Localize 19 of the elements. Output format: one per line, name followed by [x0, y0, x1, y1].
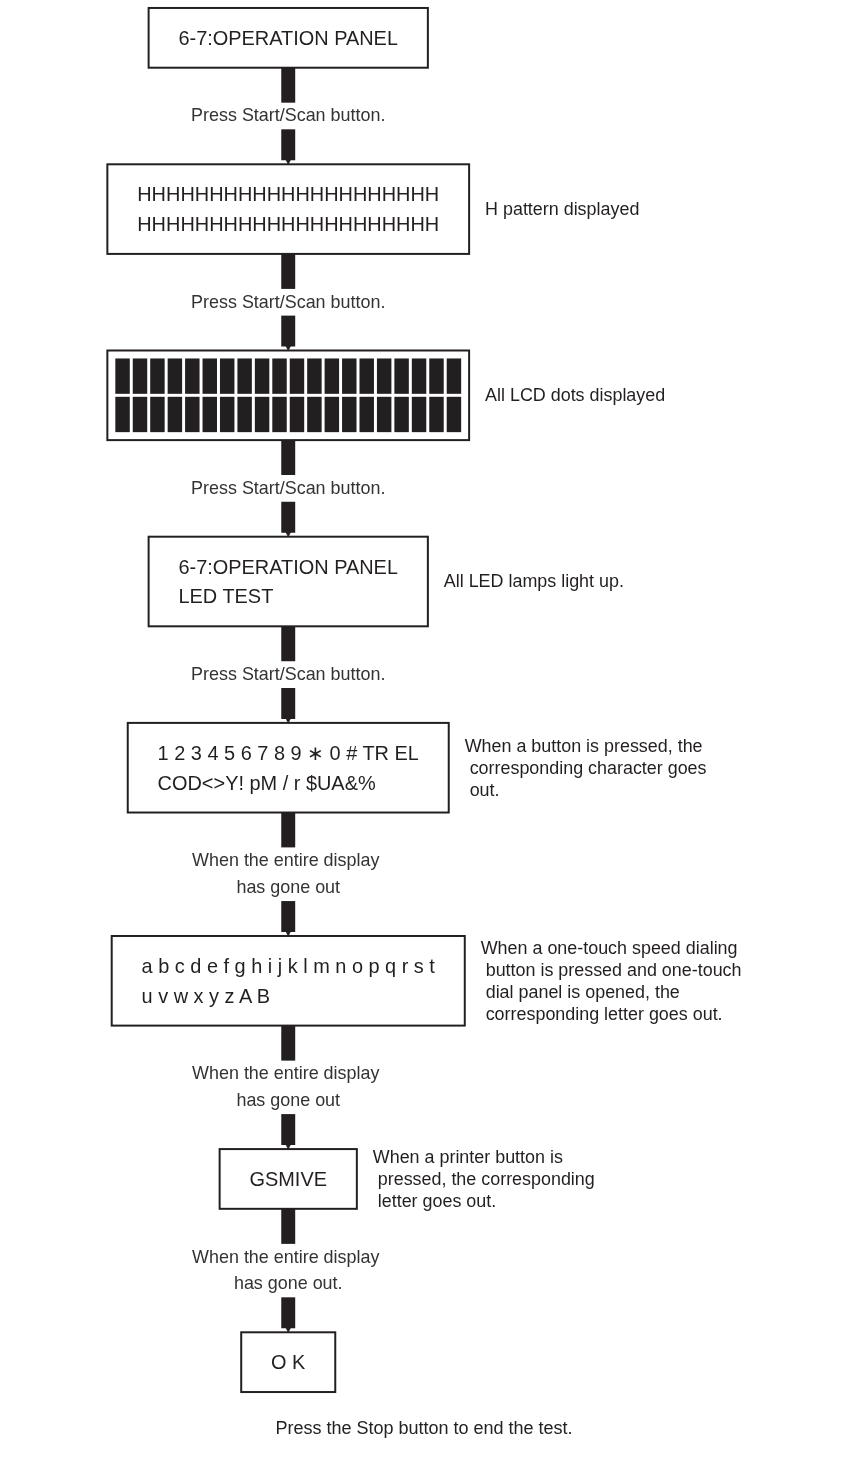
note-text: All LED lamps light up. [443, 571, 624, 592]
note-text: Press the Stop button to end the test. [274, 1418, 574, 1439]
note-text: When a printer button is pressed, the corresponding letter goes out. [372, 1147, 595, 1211]
display-box: GSMIVE [218, 1148, 358, 1210]
display-box: 6-7:OPERATION PANEL [147, 6, 429, 69]
note-text: When a one-touch speed dialing button is pressed and one-touch dial panel is opened, the corresponding letter goes out. [480, 937, 742, 1024]
note-text: H pattern displayed [484, 199, 639, 220]
display-box: O K [239, 1331, 336, 1394]
note-text: All LCD dots displayed [484, 385, 665, 406]
display-box: 1 2 3 4 5 6 7 8 9 ∗ 0 # TR EL COD<>Y! pM / r $UA&% [126, 721, 450, 814]
note-text: When a button is pressed, the corresponding character goes out. [464, 735, 707, 800]
edge-label: Press Start/Scan button. [190, 474, 385, 502]
display-box: HHHHHHHHHHHHHHHHHHHHH HHHHHHHHHHHHHHHHHHHHH [105, 163, 470, 255]
arrow [280, 626, 295, 724]
edge-label: Press Start/Scan button. [190, 102, 385, 130]
edge-label: Press Start/Scan button. [190, 661, 385, 689]
edge-label: Press Start/Scan button. [190, 288, 385, 316]
display-box: a b c d e f g h i j k l m n o p q r s t u v w x y z A B [110, 935, 466, 1027]
display-box: 6-7:OPERATION PANEL LED TEST [147, 535, 429, 628]
